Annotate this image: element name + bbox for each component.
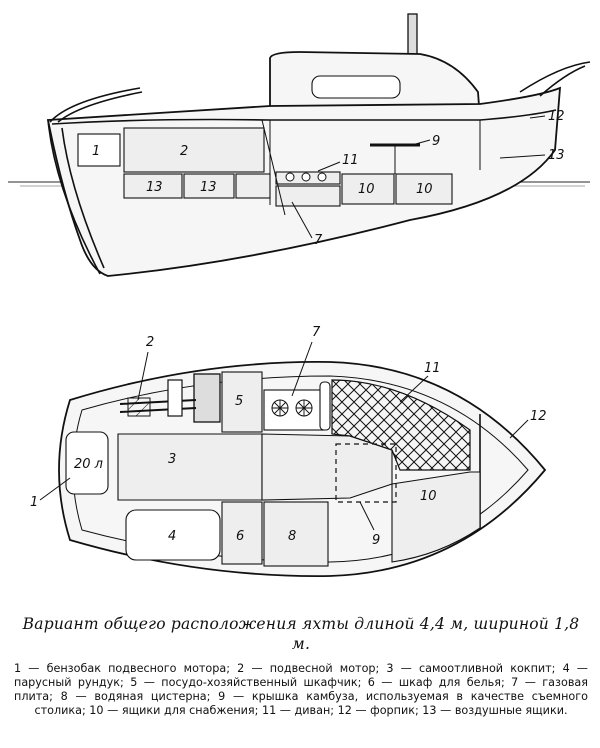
leader-9	[411, 139, 431, 146]
side-motor-leader	[261, 119, 286, 216]
side-air-box-13-a	[123, 173, 183, 199]
side-label-9: 9	[432, 134, 440, 149]
plan-water-tank-8	[263, 501, 329, 567]
stern-rail	[49, 87, 143, 123]
plan-label-1: 1	[30, 495, 38, 510]
side-label-13-b: 13	[200, 180, 217, 195]
plan-galley-lid-9	[335, 443, 397, 503]
side-stove-7	[275, 185, 341, 207]
side-label-10-a: 10	[358, 182, 375, 197]
side-burner-icon	[301, 172, 311, 182]
plan-label-11: 11	[424, 361, 441, 376]
side-label-2: 2	[180, 144, 188, 159]
leader-13	[499, 154, 546, 159]
side-fuel-tank-1	[77, 133, 121, 167]
yacht-layout-drawing: 1 2 9 11 12 13 13 13 10 10 7	[8, 13, 591, 577]
plan-linen-cabinet-6	[221, 501, 263, 565]
deck-sheer	[51, 109, 557, 125]
side-label-10-b: 10	[416, 182, 433, 197]
plan-fuel-tank	[65, 431, 109, 495]
plan-leader-1	[39, 477, 71, 501]
side-label-1: 1	[92, 144, 100, 159]
plan-leader-12	[509, 419, 529, 439]
plan-leader-7	[291, 341, 313, 397]
plan-view: 2 7 11 5 12 20 л 3 1 10 9 4 6 8	[30, 325, 547, 577]
side-supply-box-10-b	[395, 173, 453, 205]
plan-label-4: 4	[168, 529, 176, 544]
plan-label-7: 7	[312, 325, 321, 340]
stern-transom	[47, 119, 105, 275]
side-view: 1 2 9 11 12 13 13 13 10 10 7	[8, 13, 591, 277]
cabin-window	[311, 75, 401, 99]
leader-12	[529, 115, 546, 119]
plan-burner-icon	[295, 399, 313, 417]
side-air-box-13-c	[235, 173, 271, 199]
plan-leader-11	[399, 375, 429, 403]
figure-legend: 1 — бензобак подвесного мотора; 2 — подв…	[14, 662, 588, 717]
plan-label-tank: 20 л	[74, 457, 103, 472]
plan-gas-bottle	[319, 381, 331, 431]
bow-pulpit	[519, 61, 591, 97]
plan-label-3: 3	[168, 452, 176, 467]
side-label-11: 11	[342, 153, 359, 168]
plan-label-5: 5	[235, 394, 243, 409]
side-burner-icon	[317, 172, 327, 182]
side-label-13-right: 13	[548, 148, 565, 163]
side-label-7: 7	[314, 233, 323, 248]
plan-label-9: 9	[372, 533, 380, 548]
plan-label-6: 6	[236, 529, 244, 544]
plan-burner-icon	[271, 399, 289, 417]
plan-label-12: 12	[530, 409, 547, 424]
plan-sail-locker-4	[125, 509, 221, 561]
plan-galley-cabinet-5	[221, 371, 263, 433]
side-burner-icon	[285, 172, 295, 182]
plan-label-2: 2	[146, 335, 154, 350]
plan-label-8: 8	[288, 529, 296, 544]
plan-leader-9	[359, 501, 375, 531]
plan-label-10: 10	[420, 489, 437, 504]
side-label-13-a: 13	[146, 180, 163, 195]
leader-11	[317, 161, 341, 172]
plan-outboard-motor-2	[119, 373, 221, 423]
figure-caption: Вариант общего расположения яхты длиной …	[22, 615, 580, 653]
plan-leader-2	[137, 351, 149, 401]
side-label-12: 12	[548, 109, 565, 124]
plan-cockpit-3	[117, 433, 263, 501]
plan-supply-box-10	[391, 471, 481, 563]
side-compartment-2	[123, 127, 265, 173]
side-supply-box-10-a	[341, 173, 395, 205]
side-air-box-13-b	[183, 173, 235, 199]
leader-7	[291, 201, 313, 239]
